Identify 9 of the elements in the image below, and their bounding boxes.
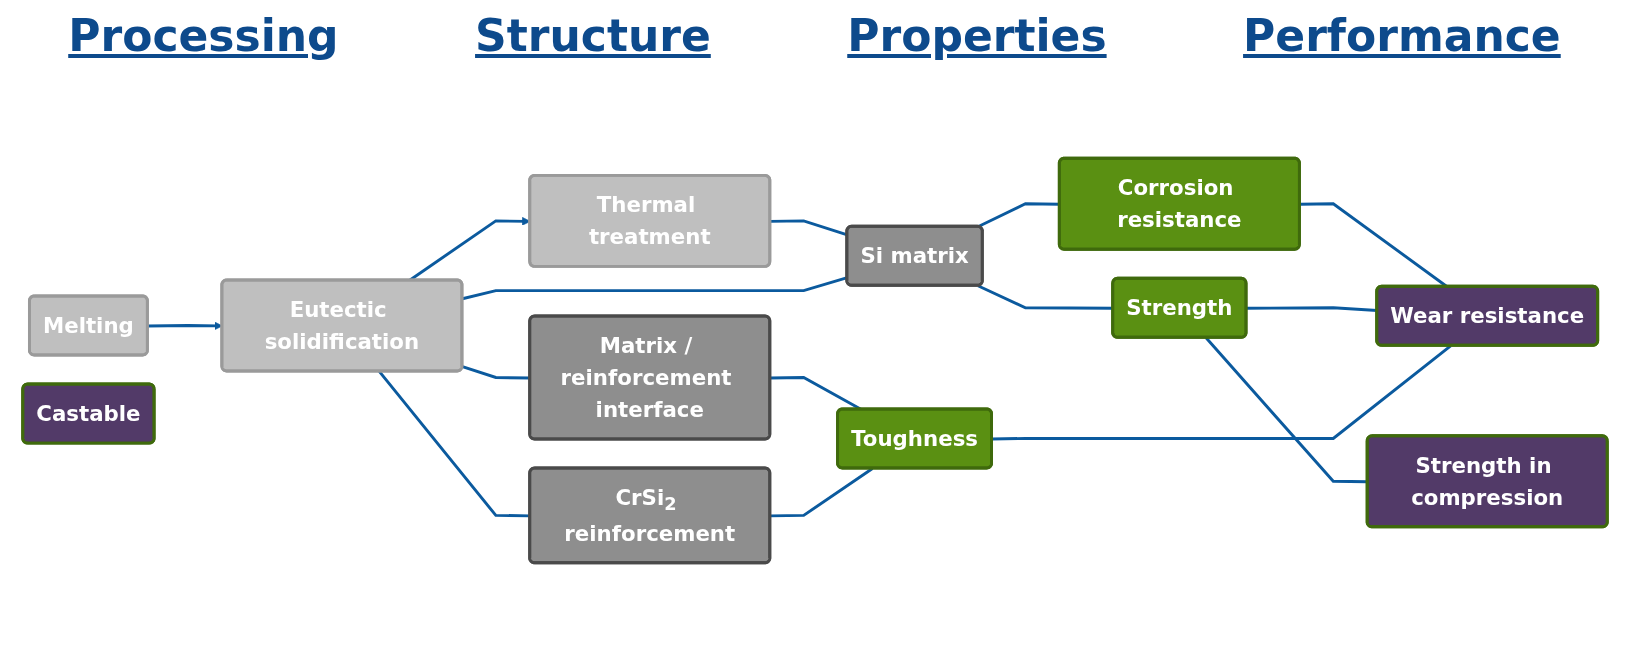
column-heading: Structure xyxy=(475,9,711,61)
connector xyxy=(991,344,1452,440)
column-heading: Properties xyxy=(847,9,1107,61)
connector xyxy=(461,364,530,379)
column-heading: Performance xyxy=(1243,9,1561,61)
column-heading: Processing xyxy=(68,9,339,61)
connector xyxy=(976,283,1113,310)
connector xyxy=(1246,305,1377,312)
connector xyxy=(377,370,530,517)
